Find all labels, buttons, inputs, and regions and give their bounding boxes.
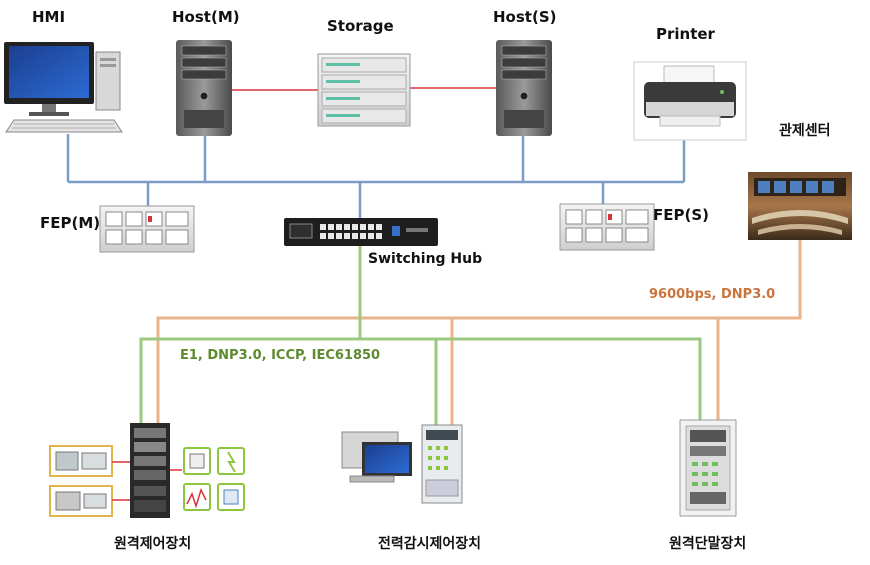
- label-protocols-green: E1, DNP3.0, ICCP, IEC61850: [180, 348, 381, 363]
- hmi-icon: [4, 42, 123, 133]
- label-fep-s: FEP(S): [653, 206, 710, 224]
- label-storage: Storage: [327, 17, 394, 35]
- fep-s-icon: [559, 203, 655, 251]
- label-protocols-orange: 9600bps, DNP3.0: [649, 287, 776, 302]
- label-host-s: Host(S): [493, 8, 557, 26]
- rtu-terminal-icon: [679, 419, 737, 517]
- label-rtu-terminal: 원격단말장치: [669, 536, 747, 552]
- host-m-icon: [176, 40, 232, 136]
- label-scada: 전력감시제어장치: [378, 536, 482, 552]
- green-bus: [139, 246, 702, 425]
- storage-icon: [317, 53, 411, 127]
- rtu-control-group-icon: [49, 423, 245, 518]
- label-control-center: 관제센터: [779, 123, 831, 139]
- label-printer: Printer: [656, 25, 715, 43]
- label-fep-m: FEP(M): [40, 214, 101, 232]
- fep-m-icon: [99, 205, 195, 253]
- label-switching-hub: Switching Hub: [368, 251, 483, 267]
- storage-links: [232, 87, 496, 91]
- switching-hub-icon: [284, 218, 438, 246]
- label-hmi: HMI: [32, 8, 66, 26]
- printer-icon: [633, 61, 747, 141]
- host-s-icon: [496, 40, 552, 136]
- scada-group-icon: [341, 424, 463, 504]
- control-center-icon: [748, 172, 852, 240]
- label-rtu-control: 원격제어장치: [114, 536, 192, 552]
- lan-connections: [66, 134, 686, 218]
- label-host-m: Host(M): [172, 8, 240, 26]
- orange-bus: [156, 238, 802, 425]
